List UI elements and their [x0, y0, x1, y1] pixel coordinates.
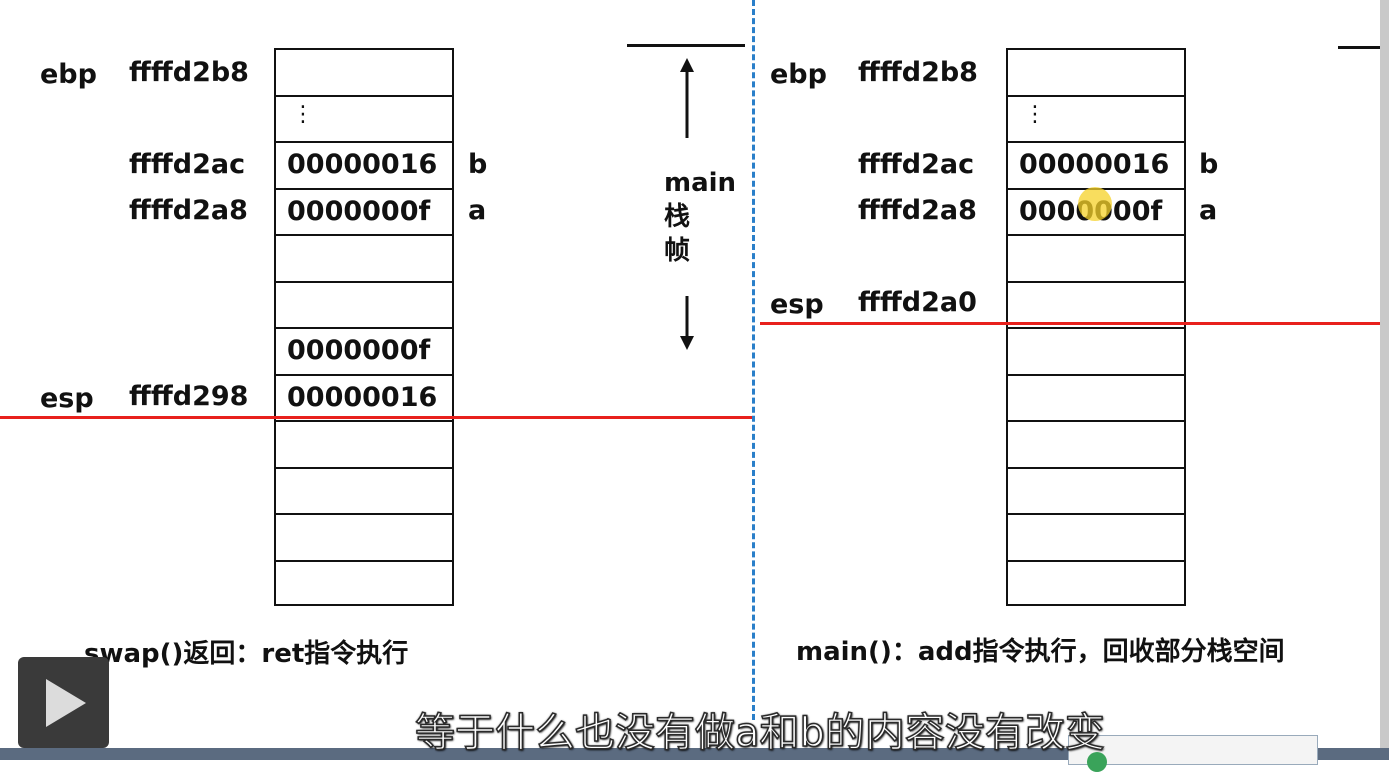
stack-cell-a: 0000000f — [276, 190, 452, 236]
down-arrow-icon — [680, 296, 694, 350]
frame-top-line — [627, 44, 745, 47]
right-caption: main()：add指令执行，回收部分栈空间 — [796, 637, 1285, 667]
right-var-b: b — [1199, 149, 1219, 180]
right-edge-scrollbar[interactable] — [1380, 0, 1389, 748]
right-ebp-address: ffffd2b8 — [858, 57, 978, 88]
stack-cell-empty — [276, 469, 452, 515]
left-ebp-label: ebp — [40, 59, 97, 90]
play-icon — [46, 679, 86, 727]
stack-cell-b: 00000016 — [276, 143, 452, 190]
left-esp-label: esp — [40, 383, 94, 414]
frame-label-zhan: 栈 — [664, 202, 691, 232]
stack-cell-ebp — [276, 50, 452, 97]
next-frame-top-line — [1338, 46, 1380, 49]
left-address-b: ffffd2ac — [129, 149, 246, 180]
right-address-b: ffffd2ac — [858, 149, 975, 180]
stack-cell-esp — [1008, 283, 1184, 329]
left-caption: swap()返回：ret指令执行 — [84, 639, 409, 669]
stack-cell-empty — [1008, 515, 1184, 562]
frame-label-main: main — [664, 168, 737, 198]
frame-label: main 栈 帧 — [664, 166, 736, 268]
right-esp-line — [760, 322, 1380, 325]
stack-cell-empty — [1008, 376, 1184, 422]
panel-divider — [752, 0, 755, 720]
stack-cell-empty — [1008, 469, 1184, 515]
left-esp-line — [0, 416, 755, 419]
play-button[interactable] — [18, 657, 109, 748]
video-subtitle: 等于什么也没有做a和b的内容没有改变 — [414, 709, 1105, 757]
right-esp-address: ffffd2a0 — [858, 287, 977, 318]
stack-cell-pushed-b: 00000016 — [276, 376, 452, 422]
right-ebp-label: ebp — [770, 59, 827, 90]
left-var-b: b — [468, 149, 488, 180]
left-var-a: a — [468, 195, 487, 226]
stack-cell-empty — [1008, 422, 1184, 469]
stack-cell-empty — [276, 283, 452, 329]
right-stack: ⋮ 00000016 0000000f — [1006, 48, 1186, 606]
mouse-cursor-highlight — [1078, 187, 1112, 221]
stack-cell-ebp — [1008, 50, 1184, 97]
stack-cell-empty — [276, 562, 452, 609]
mini-info-panel[interactable] — [1068, 735, 1318, 772]
right-address-a: ffffd2a8 — [858, 195, 977, 226]
left-esp-address: ffffd298 — [129, 381, 249, 412]
stack-cell-empty — [276, 515, 452, 562]
stack-cell-ellipsis: ⋮ — [276, 97, 452, 143]
left-address-a: ffffd2a8 — [129, 195, 248, 226]
right-var-a: a — [1199, 195, 1218, 226]
stack-cell-pushed-a: 0000000f — [276, 329, 452, 376]
right-esp-label: esp — [770, 289, 824, 320]
stack-cell-empty — [276, 422, 452, 469]
frame-label-zhen: 帧 — [664, 236, 691, 266]
up-arrow-icon — [680, 58, 694, 138]
stack-cell-empty — [1008, 236, 1184, 283]
left-stack: ⋮ 00000016 0000000f 0000000f 00000016 — [274, 48, 454, 606]
left-ebp-address: ffffd2b8 — [129, 57, 249, 88]
stack-cell-empty — [276, 236, 452, 283]
stack-cell-empty — [1008, 562, 1184, 609]
stack-cell-ellipsis: ⋮ — [1008, 97, 1184, 143]
stack-cell-b: 00000016 — [1008, 143, 1184, 190]
video-progress-bar[interactable] — [0, 748, 1389, 760]
stack-cell-empty — [1008, 329, 1184, 376]
